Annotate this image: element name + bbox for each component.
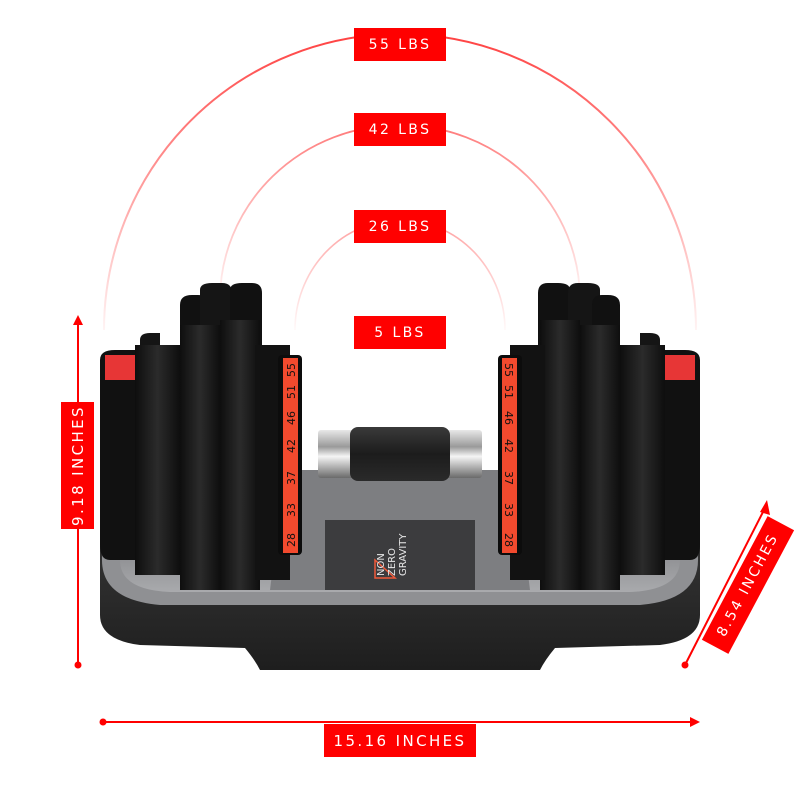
svg-text:42: 42 <box>285 439 298 453</box>
right-plate-stack <box>498 283 700 590</box>
width-dimension-label: 15.16 INCHES <box>324 724 476 757</box>
height-dimension-label: 9.18 INCHES <box>61 402 94 529</box>
weight-label-26-lbs: 26 LBS <box>354 210 446 243</box>
logo-panel <box>325 520 475 590</box>
svg-text:37: 37 <box>502 471 515 485</box>
svg-text:42: 42 <box>502 439 515 453</box>
left-dial <box>283 358 298 553</box>
svg-text:GRAVITY: GRAVITY <box>398 533 409 576</box>
left-plate-stack <box>100 283 302 590</box>
brand-logo: NON ZERO GRAVITY <box>374 533 409 579</box>
dumbbell-handle <box>318 427 482 481</box>
svg-text:ZERO: ZERO <box>387 548 398 576</box>
left-dial-numbers: 55 51 46 42 37 33 28 <box>285 363 298 547</box>
svg-text:28: 28 <box>285 533 298 547</box>
weight-label-42-lbs: 42 LBS <box>354 113 446 146</box>
svg-text:46: 46 <box>502 411 515 425</box>
right-dial-numbers: 55 51 46 42 37 33 28 <box>502 363 515 547</box>
depth-dimension-line <box>681 500 770 669</box>
svg-text:51: 51 <box>502 385 515 399</box>
svg-text:51: 51 <box>285 385 298 399</box>
svg-text:46: 46 <box>285 411 298 425</box>
svg-text:28: 28 <box>502 533 515 547</box>
right-dial <box>502 358 517 553</box>
svg-text:NON: NON <box>376 553 387 576</box>
weight-label-55-lbs: 55 LBS <box>354 28 446 61</box>
svg-text:55: 55 <box>285 363 298 377</box>
width-dimension-line <box>99 717 700 727</box>
svg-text:55: 55 <box>502 363 515 377</box>
weight-range-arcs <box>103 33 697 331</box>
weight-label-5-lbs: 5 LBS <box>354 316 446 349</box>
right-latch <box>660 355 695 380</box>
svg-text:33: 33 <box>502 503 515 517</box>
svg-text:33: 33 <box>285 503 298 517</box>
svg-text:37: 37 <box>285 471 298 485</box>
logo-triangle-icon <box>374 558 397 579</box>
left-latch <box>105 355 140 380</box>
